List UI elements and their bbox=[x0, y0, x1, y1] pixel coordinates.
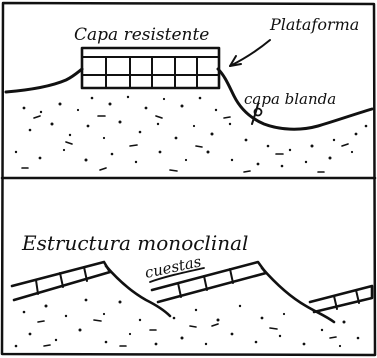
label-capa-resistente: Capa resistente bbox=[74, 25, 209, 45]
cuesta-2 bbox=[150, 260, 336, 324]
label-capa-blanda: capa blanda bbox=[244, 90, 336, 108]
pointer-dot bbox=[253, 107, 263, 117]
resistant-layer-blocks bbox=[80, 46, 221, 90]
label-cuestas: cuestas bbox=[143, 252, 203, 282]
cuestas-underline bbox=[149, 267, 205, 283]
arrow-to-plataforma bbox=[229, 39, 271, 67]
panel-monoclinal: Estructura monoclinal bbox=[10, 231, 374, 348]
soft-layer-stipple bbox=[14, 95, 368, 168]
monoclinal-stipple bbox=[14, 298, 360, 348]
label-plataforma: Plataforma bbox=[269, 15, 359, 34]
monoclinal-dashes bbox=[37, 319, 337, 347]
cuesta-1 bbox=[10, 260, 172, 318]
soft-layer-dashes bbox=[21, 115, 349, 173]
label-estructura-monoclinal: Estructura monoclinal bbox=[21, 231, 248, 255]
ground-profile bbox=[4, 67, 374, 131]
panel-plataforma: Capa resistente Plataforma capa blanda bbox=[4, 15, 374, 173]
cuesta-3 bbox=[308, 284, 374, 314]
